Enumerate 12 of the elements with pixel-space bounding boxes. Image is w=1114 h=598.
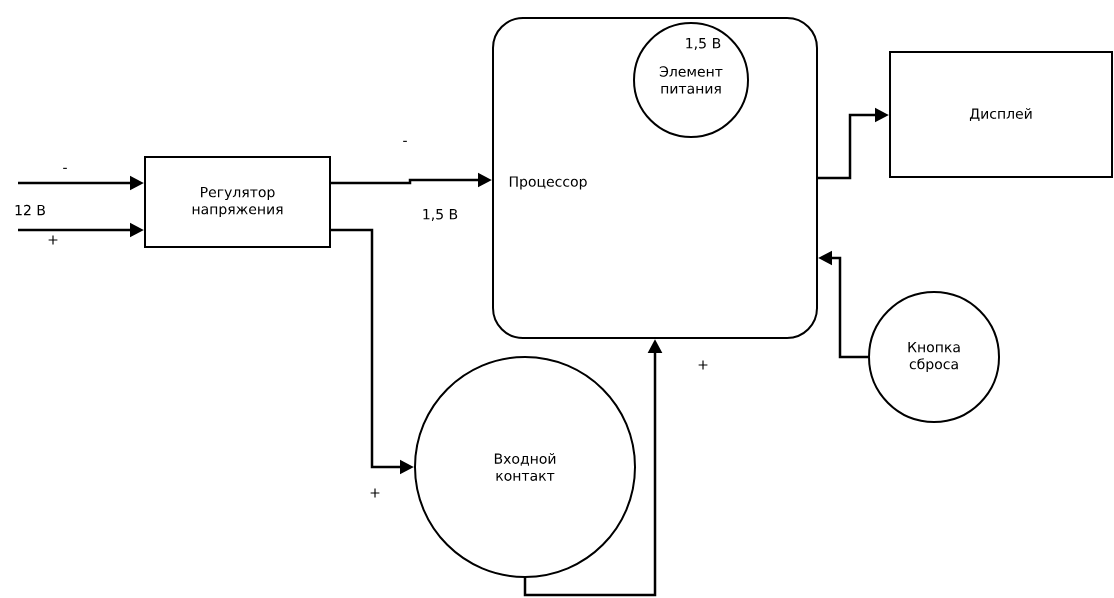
edge-label: - (61, 166, 69, 174)
edge-label: + (696, 359, 710, 371)
circle-node: 1,5 В Элемент питания (633, 22, 749, 138)
process-box: Регулятор напряжения (144, 156, 331, 248)
process-box: Дисплей (889, 51, 1113, 178)
edge-label: + (368, 487, 382, 499)
voltage-label: 12 В (15, 204, 45, 216)
circle-node: Входной контакт (414, 356, 636, 578)
voltage-label: 1,5 В (423, 209, 458, 221)
circle-node: Кнопка сброса (868, 291, 1000, 423)
edge-label: - (401, 139, 409, 147)
edge-label: + (46, 234, 60, 246)
